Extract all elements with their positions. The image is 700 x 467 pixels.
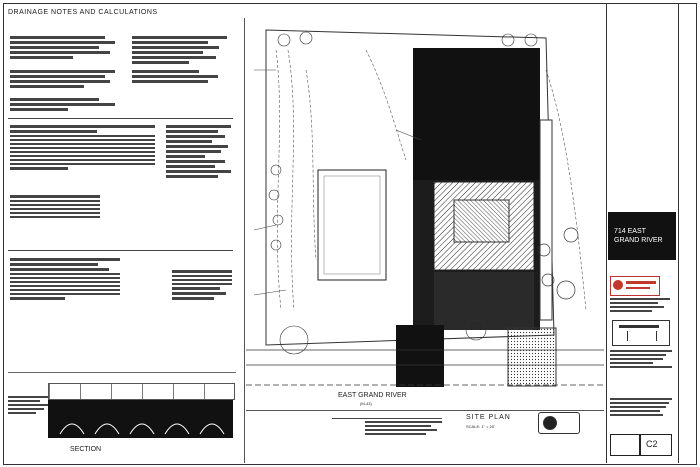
calc-table-4 bbox=[10, 258, 120, 302]
company-info bbox=[610, 298, 670, 314]
calc-table-5 bbox=[172, 270, 232, 302]
site-plan-scale: SCALE: 1" = 20' bbox=[466, 424, 495, 429]
sheet-border bbox=[3, 3, 697, 465]
section-callouts-left bbox=[8, 396, 48, 416]
revision-block bbox=[610, 398, 672, 418]
north-arrow-icon bbox=[538, 412, 580, 434]
project-name-box bbox=[608, 212, 676, 260]
section-arch-chambers bbox=[59, 423, 225, 435]
notes-divider-2 bbox=[8, 250, 233, 251]
project-address-line2: GRAND RIVER bbox=[614, 237, 663, 244]
notes-column-1 bbox=[10, 36, 115, 61]
section-top-grid bbox=[48, 383, 235, 400]
notes-column-2b bbox=[132, 70, 227, 85]
section-title: SECTION bbox=[70, 446, 102, 453]
street-label: EAST GRAND RIVER bbox=[338, 392, 407, 399]
notes-title: DRAINAGE NOTES AND CALCULATIONS bbox=[8, 9, 158, 16]
site-plan-drawing bbox=[246, 29, 604, 387]
sheet-number: C2 bbox=[646, 439, 658, 449]
project-address-line1: 714 EAST bbox=[614, 228, 646, 235]
notes-column-1b bbox=[10, 70, 115, 90]
architect-logo bbox=[612, 320, 670, 346]
company-logo bbox=[610, 276, 660, 296]
legend-block bbox=[332, 418, 442, 437]
project-number-box bbox=[610, 434, 640, 456]
section-detail-frame bbox=[8, 372, 236, 461]
calc-table-3 bbox=[10, 195, 100, 220]
notes-column-2 bbox=[132, 36, 227, 66]
section-cross-section bbox=[48, 400, 233, 438]
title-block-edge bbox=[678, 3, 679, 463]
site-plan-title: SITE PLAN bbox=[466, 414, 511, 421]
street-sublabel: (M-43) bbox=[360, 401, 372, 406]
sheet-number-box bbox=[640, 434, 672, 456]
notes-column-1c bbox=[10, 98, 115, 113]
architect-info bbox=[610, 350, 672, 370]
notes-plan-divider bbox=[244, 18, 245, 463]
notes-divider bbox=[8, 118, 233, 119]
plan-title-strip bbox=[246, 410, 604, 411]
title-block-divider bbox=[606, 3, 607, 463]
calc-table-1 bbox=[10, 125, 155, 172]
calc-table-2 bbox=[166, 125, 231, 180]
